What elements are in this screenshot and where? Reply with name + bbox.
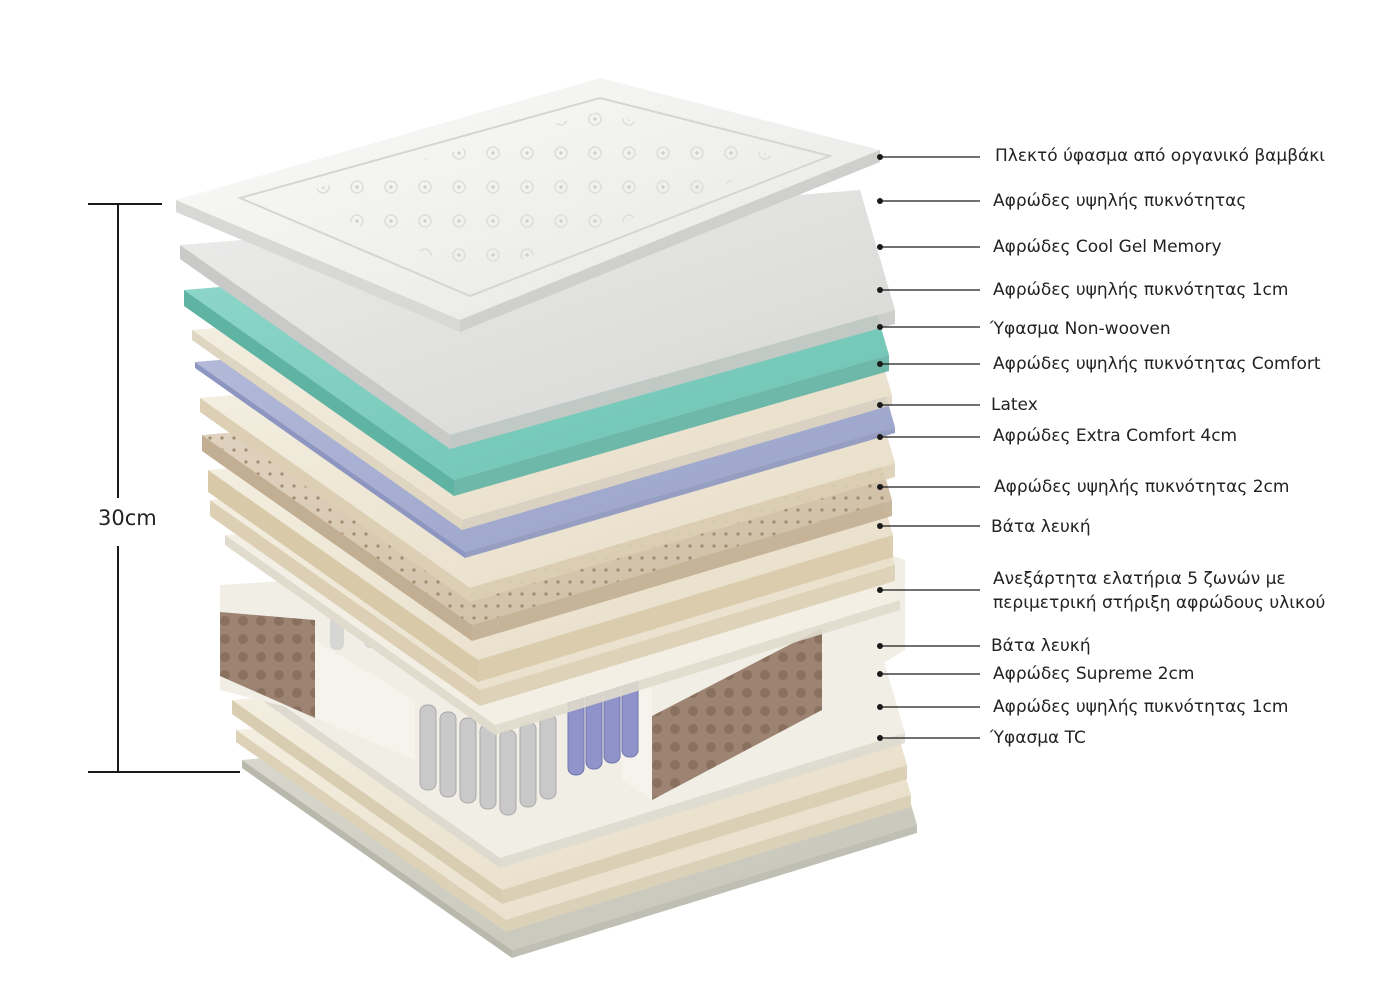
layer-label-high-density-comfort: Αφρώδες υψηλής πυκνότητας Comfort [993,354,1321,374]
layer-label-tc-fabric: Ύφασμα TC [990,728,1086,748]
leader-dot-icon [877,671,883,677]
leader-dot-icon [877,287,883,293]
leader-dot-icon [877,402,883,408]
leader-dot-icon [877,154,883,160]
layer-label-pocket-springs-line2: περιμετρική στήριξη αφρώδους υλικού [993,593,1326,613]
leader-dot-icon [877,523,883,529]
leader-dot-icon [877,484,883,490]
spring [439,711,457,798]
layer-label-non-woven-fabric: Ύφασμα Non-wooven [990,319,1171,339]
leader-dot-icon [877,587,883,593]
leader-dot-icon [877,643,883,649]
spring [419,704,437,791]
quilt-pattern [290,112,790,276]
height-dimension-label: 30cm [98,506,157,530]
leader-dot-icon [877,704,883,710]
leader-dot-icon [877,324,883,330]
spring [479,723,497,810]
layer-label-high-density-foam: Αφρώδες υψηλής πυκνότητας [993,191,1247,211]
leader-dot-icon [877,244,883,250]
layer-knit-top [176,78,880,332]
spring [499,729,517,816]
side-panel-left [220,612,315,718]
layer-label-latex: Latex [991,395,1038,415]
layer-label-high-density-1cm-bottom: Αφρώδες υψηλής πυκνότητας 1cm [993,697,1289,717]
layer-label-high-density-2cm: Αφρώδες υψηλής πυκνότητας 2cm [994,477,1290,497]
leader-dot-icon [877,361,883,367]
leader-lines [877,154,980,741]
layer-label-high-density-1cm: Αφρώδες υψηλής πυκνότητας 1cm [993,280,1289,300]
layer-label-extra-comfort-4cm: Αφρώδες Extra Comfort 4cm [993,426,1238,446]
leader-dot-icon [877,735,883,741]
mattress-layers [176,78,917,958]
layer-label-white-batting-2: Βάτα λευκή [991,636,1091,656]
spring [459,717,477,804]
layer-label-supreme-2cm: Αφρώδες Supreme 2cm [993,664,1195,684]
layer-label-white-batting-1: Βάτα λευκή [991,517,1091,537]
leader-dot-icon [877,434,883,440]
layer-label-knit-fabric: Πλεκτό ύφασμα από οργανικό βαμβάκι [995,146,1326,166]
layer-label-cool-gel-memory: Αφρώδες Cool Gel Memory [993,237,1222,257]
leader-dot-icon [877,198,883,204]
side-panel-right [652,628,822,800]
layer-label-pocket-springs-line1: Ανεξάρτητα ελατήρια 5 ζωνών με [993,569,1286,589]
foam-edge-left [315,640,415,760]
height-dimension [88,203,240,773]
spring [519,721,537,808]
spring [539,713,557,800]
